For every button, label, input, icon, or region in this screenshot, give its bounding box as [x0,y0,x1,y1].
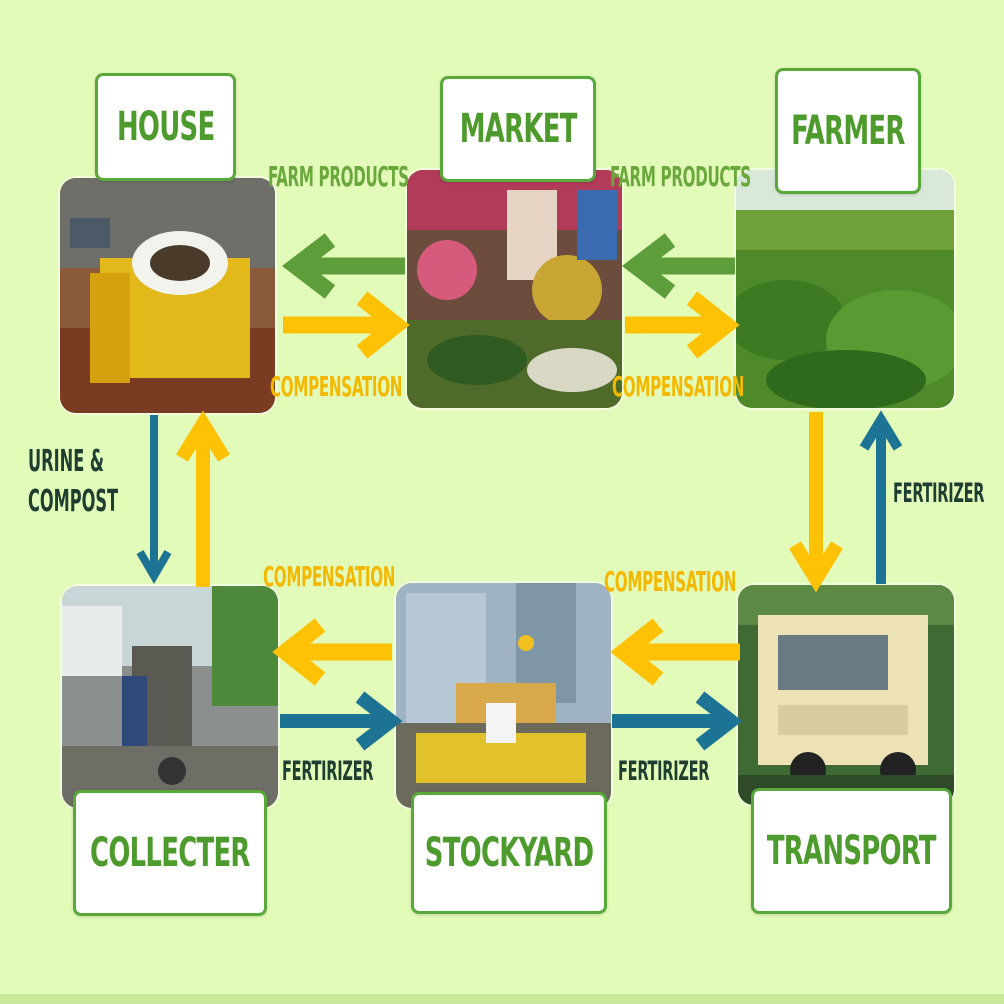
node-farmer-label: FARMER [791,108,905,154]
flow-transport-to-farmer-label: FERTIRIZER [893,478,985,509]
node-collecter: COLLECTER [73,790,267,916]
flow-transport-to-stockyard-label: COMPENSATION [604,565,737,598]
arrow-stockyard-to-collecter [272,618,392,686]
flow-market-to-farmer-label: COMPENSATION [612,370,745,403]
collecter-photo [62,586,278,808]
arrow-farmer-to-market [622,233,735,299]
node-stockyard-label: STOCKYARD [424,830,594,876]
node-market-label: MARKET [459,106,578,152]
node-house: HOUSE [95,73,236,181]
arrow-collecter-to-house [176,410,230,587]
arrow-farmer-to-transport [789,412,843,593]
node-transport-label: TRANSPORT [767,828,937,874]
node-farmer: FARMER [775,68,921,194]
stockyard-photo [396,583,611,808]
urine-line-2: COMPOST [28,484,119,519]
bottom-border [0,994,1004,1004]
arrow-transport-to-stockyard [610,618,740,686]
arrow-house-to-collecter [136,415,172,584]
arrow-stockyard-to-transport [612,691,743,751]
flow-house-to-collecter-label: URINE & COMPOST [28,442,136,522]
arrow-house-to-market [283,291,410,359]
transport-photo [738,585,954,805]
urine-line-1: URINE & [28,444,105,479]
flow-house-to-market-label: COMPENSATION [270,370,403,403]
flow-stockyard-to-collecter-label: COMPENSATION [263,560,396,593]
arrow-market-to-house [282,233,405,299]
market-photo [407,170,622,408]
flow-market-to-house-label: FARM PRODUCTS [268,160,409,193]
node-house-label: HOUSE [116,104,215,150]
flow-farmer-to-market-label: FARM PRODUCTS [610,160,751,193]
node-stockyard: STOCKYARD [411,792,607,914]
house-photo [60,178,275,413]
node-market: MARKET [440,76,596,182]
flow-stockyard-to-transport-label: FERTIRIZER [618,756,710,787]
arrow-market-to-farmer [625,291,740,359]
node-transport: TRANSPORT [751,788,952,914]
arrow-collecter-to-stockyard [280,691,403,751]
node-collecter-label: COLLECTER [90,830,250,876]
farmer-photo [736,170,954,408]
flow-collecter-to-stockyard-label: FERTIRIZER [282,756,374,787]
